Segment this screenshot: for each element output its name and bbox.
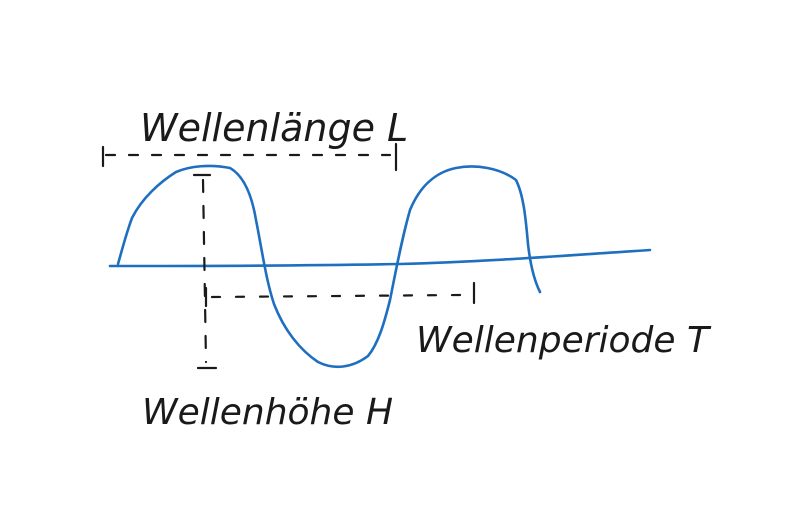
wave-height-label: Wellenhöhe H [142,392,393,433]
wave-period-label: Wellenperiode T [416,320,712,361]
wave-height-measure [192,173,218,370]
wave-height-dashed-line [201,178,208,364]
water-baseline [108,248,652,268]
wave-curve [116,164,542,369]
wavelength-label: Wellenlänge L [140,106,408,150]
wavelength-measure [101,142,398,172]
wave-period-measure [204,281,476,308]
wave-period-dashed-line [210,293,464,299]
